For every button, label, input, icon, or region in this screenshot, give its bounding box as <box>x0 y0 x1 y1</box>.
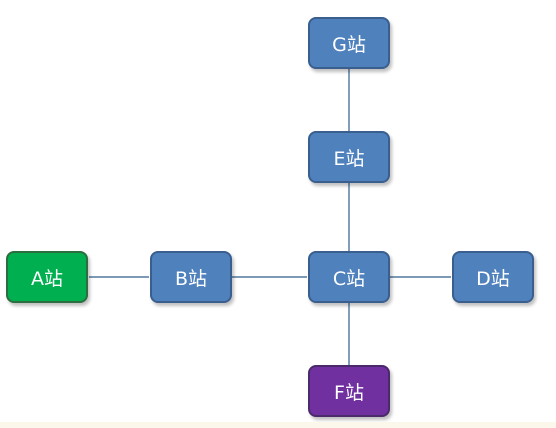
node-f-label: F站 <box>334 381 364 404</box>
node-a-station: A站 <box>6 251 88 303</box>
node-b-label: B站 <box>174 267 208 290</box>
node-d-label: D站 <box>476 267 510 290</box>
node-d-station: D站 <box>452 251 534 303</box>
node-e-label: E站 <box>333 147 365 170</box>
node-f-station: F站 <box>308 365 390 417</box>
node-g-station: G站 <box>308 17 390 69</box>
node-e-station: E站 <box>308 131 390 183</box>
node-b-station: B站 <box>150 251 232 303</box>
node-c-station: C站 <box>308 251 390 303</box>
node-c-label: C站 <box>332 267 366 290</box>
node-g-label: G站 <box>332 33 366 56</box>
node-a-label: A站 <box>31 267 63 290</box>
bottom-strip <box>0 422 556 428</box>
